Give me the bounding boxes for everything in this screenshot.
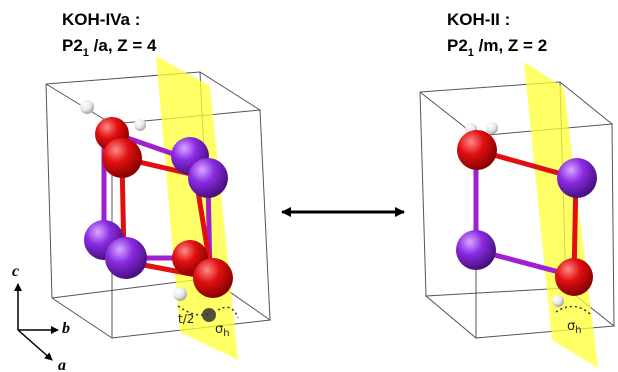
right-potassium-atom-2 xyxy=(456,230,496,270)
left-sigma-label: σh xyxy=(215,322,230,339)
right-space-group-subscript: 1 xyxy=(468,47,474,59)
axis-a-arrow xyxy=(17,329,53,361)
left-hydrogen-atom-3 xyxy=(173,287,187,301)
right-sigma-subscript: h xyxy=(575,325,581,336)
left-oxygen-atom-4 xyxy=(193,258,233,298)
left-space-group-rest: /a, Z = 4 xyxy=(89,36,157,55)
right-space-group: P21 /m, Z = 2 xyxy=(447,36,547,59)
axis-a-label: a xyxy=(58,357,66,372)
left-oxygen-atom-2 xyxy=(102,138,142,178)
left-unit-cell xyxy=(45,71,272,339)
left-sigma-subscript: h xyxy=(223,328,229,339)
left-sigma-main: σ xyxy=(215,322,223,337)
right-sigma-main: σ xyxy=(567,319,575,334)
right-oxygen-atom-2 xyxy=(555,258,593,296)
right-oxygen-atom-1 xyxy=(457,130,497,170)
right-potassium-atom-1 xyxy=(557,158,597,198)
left-potassium-atom-2 xyxy=(188,158,228,198)
right-space-group-rest: /m, Z = 2 xyxy=(474,36,547,55)
right-mirror-plane xyxy=(524,62,598,368)
left-structure: KOH-IVa : P21 /a, Z = 4 xyxy=(45,10,272,360)
left-hydrogen-atom-1 xyxy=(80,100,94,114)
right-sigma-label: σh xyxy=(567,319,582,336)
axis-c-label: c xyxy=(12,263,19,280)
left-t2-label: t/2 xyxy=(178,312,194,326)
left-space-group-subscript: 1 xyxy=(83,47,89,59)
left-space-group-main: P2 xyxy=(62,36,83,55)
crystal-axes: c b a xyxy=(12,263,70,372)
left-space-group: P21 /a, Z = 4 xyxy=(62,36,157,59)
right-hydrogen-atom-2 xyxy=(486,122,498,134)
right-space-group-main: P2 xyxy=(447,36,468,55)
axis-b-label: b xyxy=(62,320,70,337)
left-inversion-center xyxy=(202,308,216,322)
right-hydrogen-atom-3 xyxy=(552,295,564,307)
left-hydrogen-atom-2 xyxy=(134,119,146,131)
left-potassium-atom-4 xyxy=(105,237,147,279)
right-phase-name: KOH-II : xyxy=(447,10,510,29)
left-phase-name: KOH-IVa : xyxy=(62,10,140,29)
right-structure: KOH-II : P21 /m, Z = 2 xyxy=(419,10,616,368)
